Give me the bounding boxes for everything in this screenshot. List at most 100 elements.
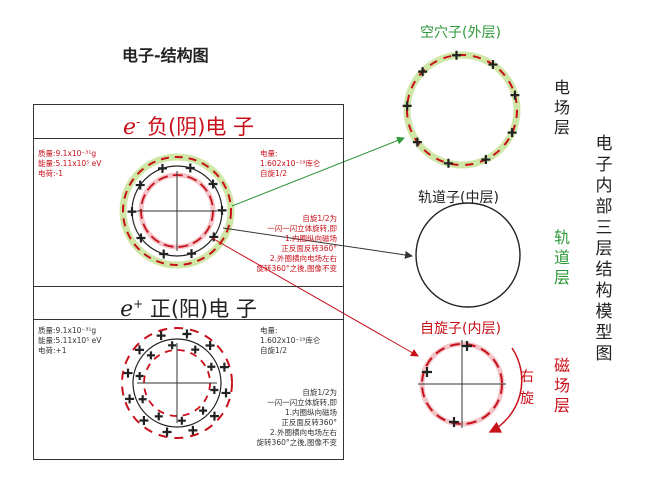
plus-marker xyxy=(207,362,216,371)
plus-marker xyxy=(452,50,462,60)
plus-marker xyxy=(488,60,498,70)
plus-marker xyxy=(449,417,459,427)
spin-note-line: 自旋1/2为 xyxy=(302,214,337,223)
plus-marker xyxy=(123,368,133,378)
plus-marker xyxy=(125,394,135,404)
negative-charge-value: 1.602x10⁻¹⁹库仑 xyxy=(260,159,321,168)
diagram-title: 电子-结构图 xyxy=(122,46,209,65)
negative-energy: 能量:5.11x10⁵ eV xyxy=(38,159,102,168)
positive-charge-info: 电量: 1.602x10⁻¹⁹库仑 自旋1/2 xyxy=(260,326,320,356)
plus-marker xyxy=(159,249,169,259)
plus-marker xyxy=(135,371,144,380)
plus-marker xyxy=(221,388,231,398)
plus-marker xyxy=(188,425,198,435)
side-title-text: 电子内部三层结构模型图 xyxy=(595,134,613,364)
negative-charge: 电荷:-1 xyxy=(38,169,64,178)
plus-marker xyxy=(462,341,472,351)
plus-marker xyxy=(510,90,520,100)
positive-mass: 质量:9.1x10⁻³¹g xyxy=(38,326,97,335)
rotation-arrow xyxy=(488,347,523,433)
plus-marker xyxy=(177,416,186,425)
negative-charge-label: 电量: xyxy=(260,149,278,158)
plus-marker xyxy=(443,158,453,168)
magnetic-layer-label: 磁场层 xyxy=(552,356,572,416)
positive-spin-note: 自旋1/2为 一闪一闪立体旋转,即 1.内圈纵向磁场 正反面反转360° 2.外… xyxy=(257,388,337,448)
positive-charge-value: 1.602x10⁻¹⁹库仑 xyxy=(260,336,321,345)
positive-electron-header: e+ 正(阳)电 子 xyxy=(33,286,344,322)
rotation-text: 右旋 xyxy=(520,369,534,407)
plus-marker xyxy=(219,362,229,372)
outer-red-dashes xyxy=(121,327,233,439)
positive-energy: 能量:5.11x10⁵ eV xyxy=(38,336,102,345)
plus-marker xyxy=(481,155,491,165)
plus-marker xyxy=(154,412,163,421)
spin-note-line: 旋转360°之後,图像不变 xyxy=(256,264,337,273)
spin-note-line: 自旋1/2为 xyxy=(302,388,337,397)
spin-note-line: 2.外圈横向电场左右 xyxy=(269,254,337,263)
spin-note-line: 正反面反转360° xyxy=(281,244,337,253)
negative-mass: 质量:9.1x10⁻³¹g xyxy=(38,149,97,158)
plus-marker xyxy=(138,395,147,404)
plus-marker xyxy=(412,137,422,147)
positive-properties: 质量:9.1x10⁻³¹g 能量:5.11x10⁵ eV 电荷:+1 xyxy=(38,326,101,356)
plus-marker xyxy=(209,411,219,421)
spin-note-line: 旋转360°之後,图像不变 xyxy=(256,438,337,447)
plus-marker xyxy=(209,232,219,242)
plus-marker xyxy=(191,345,200,354)
positive-symbol: e xyxy=(120,297,134,322)
outer-red-dashes xyxy=(122,156,232,266)
plus-marker xyxy=(199,406,208,415)
plus-marker xyxy=(182,329,192,339)
plus-marker xyxy=(136,233,146,243)
negative-spin: 自旋1/2 xyxy=(260,169,288,178)
plus-marker xyxy=(168,341,177,350)
plus-marker xyxy=(507,128,517,138)
negative-spin-note: 自旋1/2为 一闪一闪立体旋转,即 1.内圈纵向磁场 正反面反转360° 2.外… xyxy=(257,214,337,274)
rotation-label: 右旋 xyxy=(517,366,537,410)
plus-marker xyxy=(422,367,432,377)
spin-note-line: 1.内圈纵向磁场 xyxy=(284,234,337,243)
negative-sup: - xyxy=(135,115,141,129)
inner-layer-arrow xyxy=(211,237,419,357)
magnetic-layer-text: 磁场层 xyxy=(553,356,570,415)
plus-marker xyxy=(162,427,172,437)
outer-layer-arrow xyxy=(231,136,405,207)
plus-marker xyxy=(402,101,412,111)
plus-marker xyxy=(185,163,195,173)
positive-sup: + xyxy=(133,297,144,311)
outer-layer-label: 空穴子(外层) xyxy=(420,25,501,41)
spin-note-line: 一闪一闪立体旋转,即 xyxy=(267,224,337,233)
plus-marker xyxy=(146,351,155,360)
side-title: 电子内部三层结构模型图 xyxy=(594,134,614,365)
positive-name: 正(阳)电 子 xyxy=(149,297,257,321)
negative-electron-header: e- 负(阴)电 子 xyxy=(33,105,344,140)
plus-marker xyxy=(135,345,145,355)
plus-marker xyxy=(187,249,197,259)
spin-note-line: 1.内圈纵向磁场 xyxy=(284,408,337,417)
electric-layer-text: 电场层 xyxy=(553,78,570,137)
plus-marker xyxy=(127,207,137,217)
plus-marker xyxy=(205,341,215,351)
positive-charge-label: 电量: xyxy=(260,326,278,335)
plus-marker xyxy=(139,415,149,425)
middle-layer-arrow xyxy=(222,227,413,259)
plus-marker xyxy=(135,180,145,190)
middle-layer-label: 轨道子(中层) xyxy=(418,190,499,206)
plus-marker xyxy=(418,67,428,77)
negative-charge-info: 电量: 1.602x10⁻¹⁹库仑 自旋1/2 xyxy=(260,149,320,179)
positive-charge: 电荷:+1 xyxy=(38,346,67,355)
plus-marker xyxy=(210,386,219,395)
middle-orbit-circle xyxy=(415,202,521,308)
spin-note-line: 2.外圈横向电场左右 xyxy=(269,428,337,437)
negative-name: 负(阴)电 子 xyxy=(147,115,255,139)
positive-spin: 自旋1/2 xyxy=(260,346,288,355)
orbit-layer-label: 轨道层 xyxy=(552,228,572,288)
electric-layer-label: 电场层 xyxy=(552,78,572,138)
negative-symbol: e xyxy=(122,115,136,140)
plus-marker xyxy=(156,331,166,341)
plus-marker xyxy=(208,179,218,189)
negative-properties: 质量:9.1x10⁻³¹g 能量:5.11x10⁵ eV 电荷:-1 xyxy=(38,149,101,179)
plus-marker xyxy=(157,163,167,173)
spin-note-line: 正反面反转360° xyxy=(281,418,337,427)
